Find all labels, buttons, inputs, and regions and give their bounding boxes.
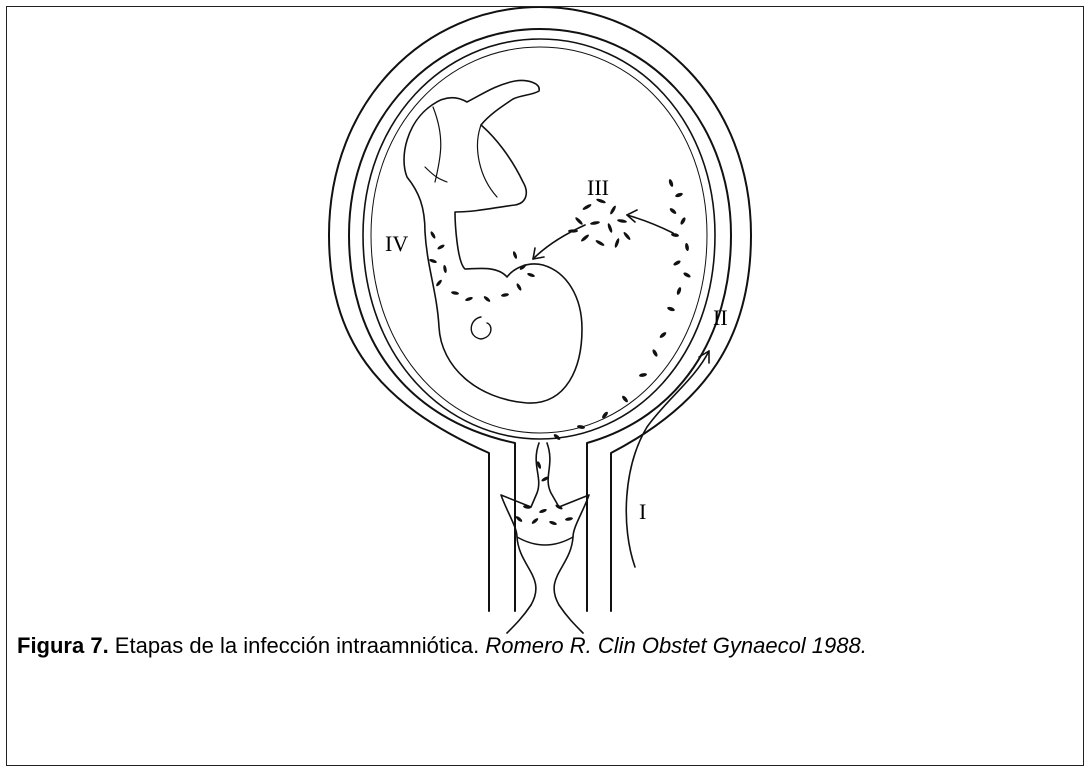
amniotic-sac xyxy=(363,39,715,439)
bacteria-clusters xyxy=(429,179,692,526)
caption-citation: Romero R. Clin Obstet Gynaecol 1988. xyxy=(485,633,867,658)
figure-caption: Figura 7. Etapas de la infección intraam… xyxy=(17,631,1071,661)
uterus-outer-wall xyxy=(329,7,751,611)
caption-text: Etapas de la infección intraamniótica. xyxy=(109,633,486,658)
label-II: II xyxy=(713,305,728,330)
label-IV: IV xyxy=(385,231,408,256)
bacteria-III xyxy=(568,198,631,248)
label-I: I xyxy=(639,499,646,524)
intraamniotic-infection-diagram: I II III IV xyxy=(7,7,1085,647)
label-III: III xyxy=(587,175,609,200)
arrow-II xyxy=(626,351,709,567)
caption-label: Figura 7. xyxy=(17,633,109,658)
arrow-III xyxy=(627,215,673,233)
uterus-inner-wall xyxy=(349,29,731,611)
bacteria-II-membrane xyxy=(553,179,692,441)
arrow-IV xyxy=(533,225,585,259)
fetus-ear xyxy=(471,317,491,339)
bacteria-I-cervix xyxy=(515,461,573,526)
figure-frame: I II III IV Figura 7. Etapas de la infec… xyxy=(6,6,1084,766)
